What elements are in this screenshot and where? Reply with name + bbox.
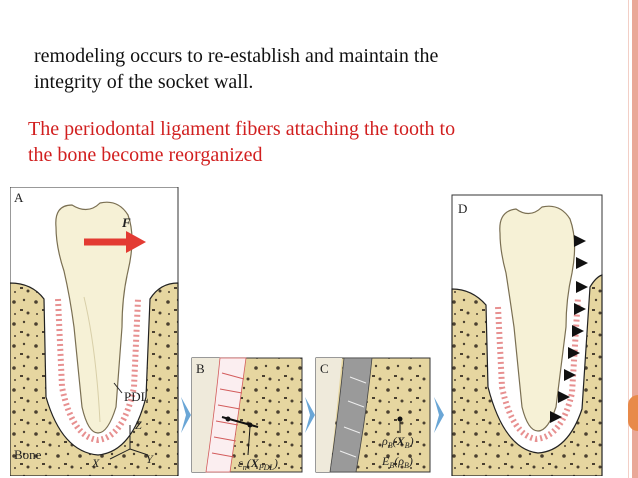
strain-formula: εn(XPDL) bbox=[238, 456, 278, 472]
panel-a-label: A bbox=[14, 190, 24, 205]
next-step-arrow-1 bbox=[181, 397, 191, 433]
body-text-line-2: integrity of the socket wall. bbox=[34, 71, 254, 93]
slide-decoration-dot bbox=[628, 395, 638, 431]
bone-label: Bone bbox=[14, 447, 42, 462]
panel-d: D bbox=[451, 194, 603, 476]
panel-c-label: C bbox=[320, 361, 329, 376]
panel-b: B εn(XPDL) bbox=[191, 357, 303, 473]
axis-y-label: Y bbox=[146, 452, 154, 466]
panel-b-label: B bbox=[196, 361, 205, 376]
slide-frame bbox=[628, 0, 638, 478]
density-formula: ρB(XB) bbox=[381, 434, 414, 450]
highlight-text-line-2: the bone become reorganized bbox=[28, 144, 263, 166]
force-label: F bbox=[121, 215, 131, 230]
tooth-remodeling-figure: A F PDL Bone Z X Y B εn(XPDL) bbox=[10, 187, 603, 476]
axis-z-label: Z bbox=[135, 418, 142, 432]
panel-c: C ρB(XB) EB(ρB) bbox=[315, 357, 431, 473]
next-step-arrow-2 bbox=[305, 397, 315, 433]
modulus-formula: EB(ρB) bbox=[381, 454, 413, 470]
pdl-label: PDL bbox=[124, 389, 149, 404]
body-text-line-1: remodeling occurs to re-establish and ma… bbox=[34, 45, 439, 67]
panel-d-label: D bbox=[458, 201, 467, 216]
panel-a: A F PDL Bone Z X Y bbox=[10, 187, 179, 476]
highlight-text-line-1: The periodontal ligament fibers attachin… bbox=[28, 118, 456, 140]
next-step-arrow-3 bbox=[434, 397, 444, 433]
axis-x-label: X bbox=[91, 456, 100, 470]
